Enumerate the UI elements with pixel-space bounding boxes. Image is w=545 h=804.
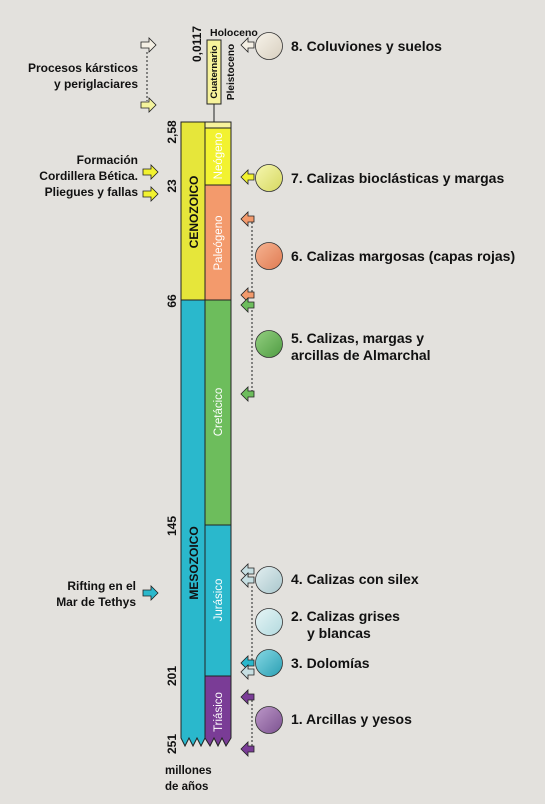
event-folds: Pliegues y fallas [45,185,139,199]
folds-arrow [142,186,159,202]
period-triasico-box [204,675,232,748]
lithology-5-circle [255,330,283,358]
lithology-4-label: 4. Calizas con silex [291,571,419,587]
lithology-2-circle [255,608,283,636]
range-arrow-triasico-top [240,689,255,705]
period-triasico-label: Triásico [213,692,225,732]
lithology-6-circle [255,242,283,270]
quaternary-strip [204,121,232,129]
event-karst-line1: Procesos kársticos [28,61,138,75]
period-cretacico-box [204,299,232,526]
range-arrow-silex-top [240,563,255,579]
event-betica-line2: Cordillera Bética. [39,169,138,183]
age-label-base: 251 [165,734,179,754]
range-arrow-almarchal-bottom [240,386,255,402]
holoceno-label: Holoceno [210,27,258,39]
lithology-2-label-line1: 2. Calizas grises [291,608,400,624]
age-label-jurassic: 145 [165,516,179,536]
cuaternario-label: Cuaternario [209,45,220,99]
karst-arrow-bottom [140,97,157,113]
pleistoceno-label: Pleistoceno [226,44,237,100]
lithology-7-circle [255,164,283,192]
lithology-1-label: 1. Arcillas y yesos [291,711,412,727]
lithology-3-label: 3. Dolomías [291,655,370,671]
period-column: Neógeno Paleógeno Cretácico Jurásico Tri… [204,121,232,748]
age-label-quaternary: 2,58 [165,120,179,144]
period-neogeno-box [204,127,232,186]
lithology-4-circle [255,566,283,594]
era-cenozoic-label: CENOZOICO [187,176,201,249]
age-label-paleogene: 66 [165,294,179,308]
range-arrow-triasico-bottom [240,741,255,757]
karst-arrow-top [140,37,157,53]
quaternary-callout: Cuaternario Holoceno Pleistoceno [206,27,258,122]
rifting-arrow [142,585,159,601]
left-events: Procesos kársticos y periglaciares Forma… [28,37,159,609]
lithology-5-label-line2: arcillas de Almarchal [291,347,431,363]
range-arrow-silex-bottom [240,572,255,588]
lithology-8-circle [255,32,283,60]
range-arrow-almarchal-top [240,297,255,313]
betica-arrow [142,164,159,180]
range-arrow-capas-rojas-top [240,211,255,227]
range-arrow-dolomias-top [240,655,255,671]
range-arrow-dolomias-bottom [240,664,255,680]
range-arrow-capas-rojas-bottom [240,287,255,303]
unit-label-line1: millones [165,765,212,777]
age-label-neogene: 23 [165,179,179,193]
age-label-holocene: 0,0117 [190,26,204,62]
period-paleogeno-label: Paleógeno [213,216,225,271]
era-mesozoic-box [180,299,206,748]
period-jurasico-label: Jurásico [213,579,225,622]
range-arrow-coluviones [240,37,255,53]
lithology-6-label: 6. Calizas margosas (capas rojas) [291,248,515,264]
age-labels: 0,0117 2,58 23 66 145 201 251 millones d… [165,26,212,793]
period-cretacico-label: Cretácico [213,388,225,437]
period-neogeno-label: Neógeno [213,133,225,180]
range-indicators [240,37,255,757]
lithology-1-circle [255,706,283,734]
lithology-legend: 8. Coluviones y suelos 7. Calizas bioclá… [255,32,515,734]
era-mesozoic-label: MESOZOICO [187,526,201,599]
lithology-7-label: 7. Calizas bioclásticas y margas [291,170,504,186]
lithology-2-label-line2: y blancas [307,625,371,641]
lithology-3-circle [255,649,283,677]
range-arrow-bioclasticas [240,169,255,185]
unit-label-line2: de años [165,781,208,793]
era-cenozoic-box [180,121,206,301]
event-karst-line2: y periglaciares [54,77,138,91]
era-column: CENOZOICO MESOZOICO [180,121,206,748]
event-rifting-line1: Rifting en el [67,579,136,593]
lithology-5-label-line1: 5. Calizas, margas y [291,330,424,346]
event-rifting-line2: Mar de Tethys [56,595,136,609]
event-betica-line1: Formación [77,153,138,167]
age-label-triassic: 201 [165,666,179,686]
lithology-8-label: 8. Coluviones y suelos [291,38,442,54]
